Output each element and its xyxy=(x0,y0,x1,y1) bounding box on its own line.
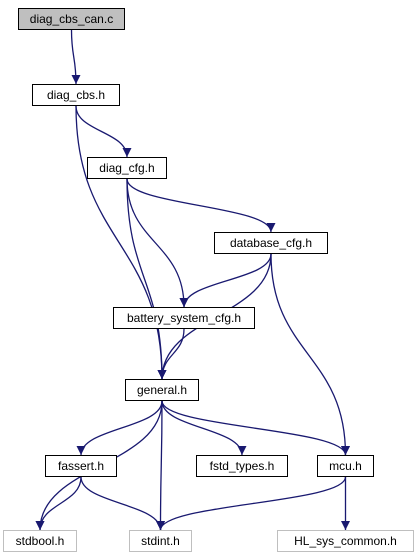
node-general-h[interactable]: general.h xyxy=(125,379,199,401)
edge-fassert-h-to-stdbool-h xyxy=(35,476,82,531)
node-battery-system-cfg-h[interactable]: battery_system_cfg.h xyxy=(113,307,255,329)
edge-diag-cbs-h-to-general-h xyxy=(75,105,167,380)
edge-diag-cfg-h-to-general-h xyxy=(126,178,167,380)
edge-diag-cbs-can-c-to-diag-cbs-h xyxy=(70,29,81,85)
edge-general-h-to-stdint-h xyxy=(156,400,166,531)
node-diag-cfg-h[interactable]: diag_cfg.h xyxy=(87,157,167,179)
edge-fassert-h-to-stdint-h xyxy=(80,476,165,531)
edge-general-h-to-fassert-h xyxy=(76,400,163,456)
node-diag-cbs-can-c: diag_cbs_can.c xyxy=(18,8,125,30)
edge-diag-cfg-h-to-battery-system-cfg-h xyxy=(126,178,189,308)
node-fstd-types-h[interactable]: fstd_types.h xyxy=(196,455,288,477)
edge-layer xyxy=(35,29,350,531)
node-database-cfg-h[interactable]: database_cfg.h xyxy=(214,232,328,254)
edge-diag-cbs-h-to-diag-cfg-h xyxy=(75,105,132,158)
edge-diag-cfg-h-to-database-cfg-h xyxy=(126,178,276,233)
edge-mcu-h-to-stdint-h xyxy=(156,476,347,531)
node-stdint-h: stdint.h xyxy=(129,530,192,552)
edge-database-cfg-h-to-mcu-h xyxy=(270,253,350,456)
node-diag-cbs-h[interactable]: diag_cbs.h xyxy=(32,84,120,106)
edge-battery-system-cfg-h-to-general-h xyxy=(157,328,185,380)
node-fassert-h[interactable]: fassert.h xyxy=(45,455,117,477)
edge-general-h-to-fstd-types-h xyxy=(161,400,247,456)
node-hl-sys-common-h: HL_sys_common.h xyxy=(277,530,414,552)
node-mcu-h[interactable]: mcu.h xyxy=(317,455,374,477)
edge-general-h-to-mcu-h xyxy=(161,400,350,456)
edge-database-cfg-h-to-battery-system-cfg-h xyxy=(179,253,272,308)
node-stdbool-h: stdbool.h xyxy=(3,530,77,552)
